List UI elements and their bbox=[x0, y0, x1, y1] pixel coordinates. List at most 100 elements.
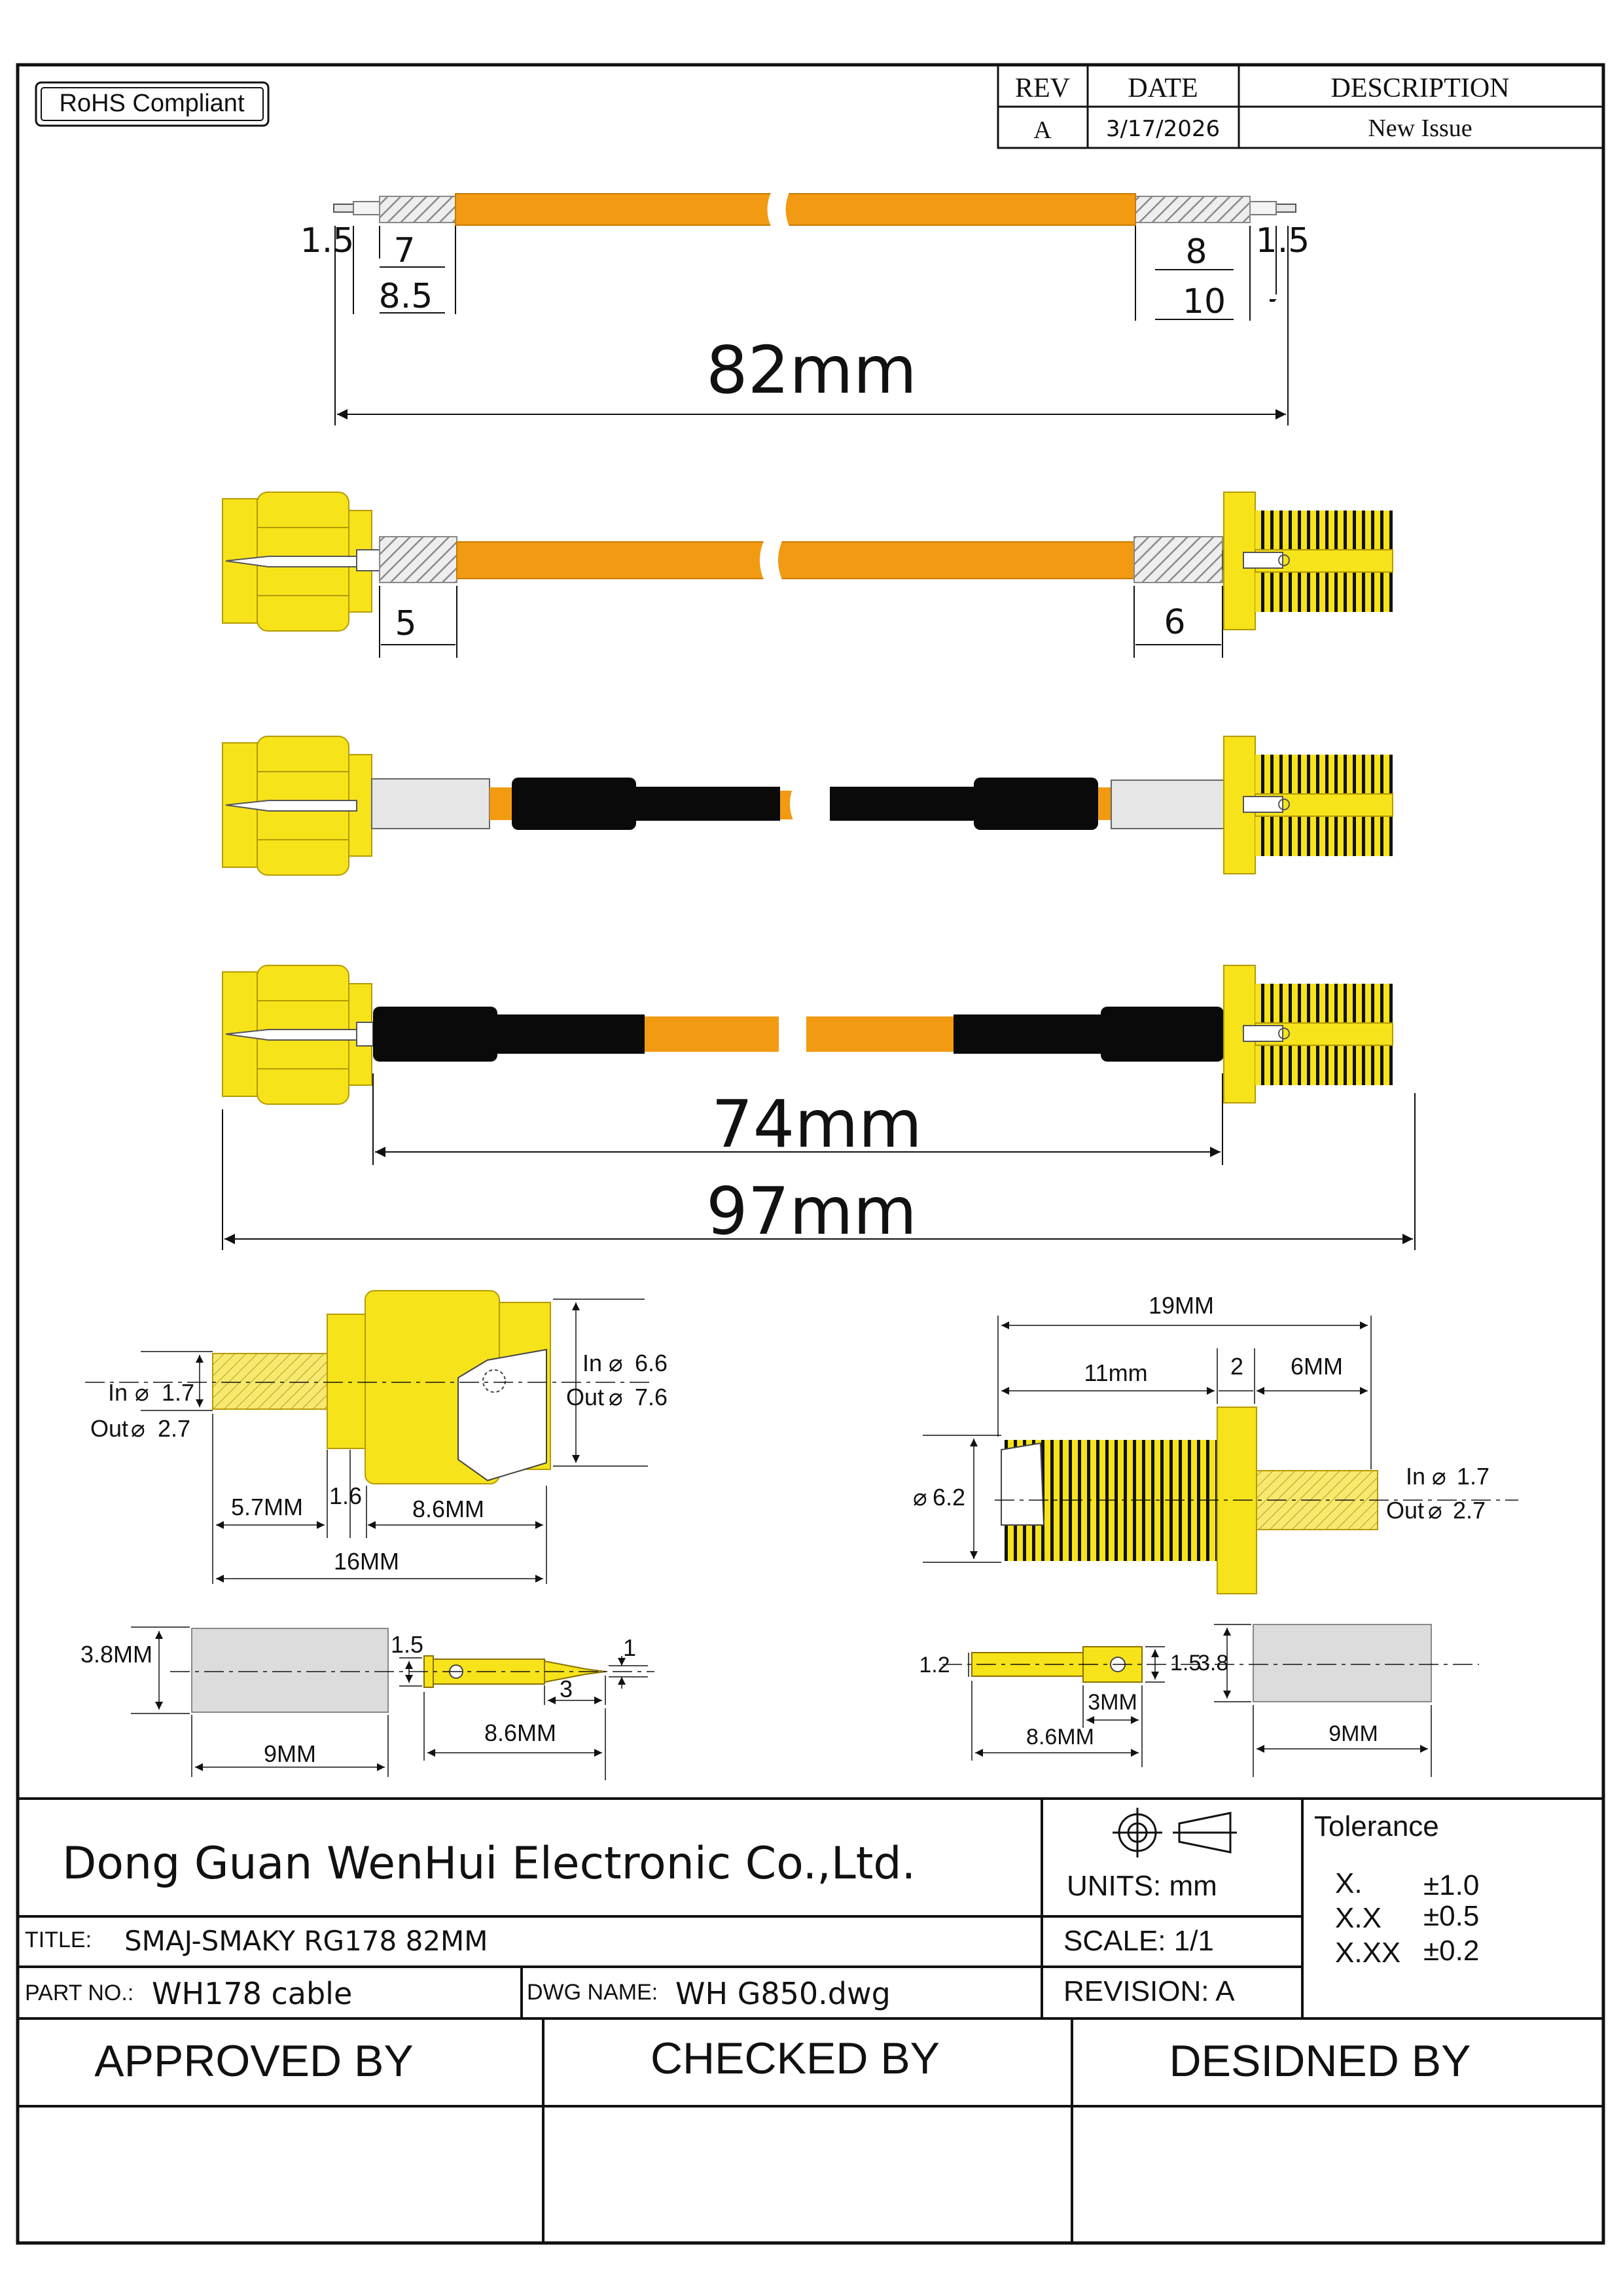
revision-table bbox=[997, 63, 1605, 149]
female-dim-a: 11mm bbox=[1084, 1359, 1147, 1386]
female-out-dia: 2.7 bbox=[1453, 1497, 1486, 1524]
stripped-cable-dimensions bbox=[334, 226, 1289, 425]
male-in-label: In bbox=[108, 1379, 128, 1406]
company-name: Dong Guan WenHui Electronic Co.,Ltd. bbox=[62, 1838, 916, 1890]
assembly-view-ferrule bbox=[222, 736, 1393, 876]
total-length-82: 82mm bbox=[706, 332, 917, 408]
male-out-dia: 2.7 bbox=[158, 1415, 190, 1442]
nut-in-dia-symbol: ⌀ bbox=[609, 1350, 623, 1376]
title-block-text: Dong Guan WenHui Electronic Co.,Ltd. UNI… bbox=[25, 1810, 1479, 2086]
female-in-dia-symbol: ⌀ bbox=[1432, 1463, 1446, 1490]
revision-label: REVISION: A bbox=[1063, 1975, 1235, 2007]
nut-in-label: In bbox=[582, 1350, 602, 1376]
description-header: DESCRIPTION bbox=[1330, 73, 1509, 103]
male-pin-dia: 1.5 bbox=[391, 1631, 423, 1658]
projection-symbol-icon bbox=[1113, 1808, 1237, 1857]
description-value: New Issue bbox=[1368, 115, 1472, 142]
nut-out-dia: 7.6 bbox=[635, 1384, 668, 1410]
male-tip-len: 3 bbox=[560, 1676, 573, 1702]
female-parts-dims bbox=[942, 1624, 1479, 1777]
checked-by: CHECKED BY bbox=[651, 2034, 940, 2083]
assembly-view-final bbox=[222, 965, 1393, 1105]
designed-by: DESIDNED BY bbox=[1169, 2036, 1471, 2086]
female-in-label: In bbox=[1406, 1463, 1425, 1490]
male-tip-dia: 1 bbox=[623, 1634, 636, 1661]
rev-header: REV bbox=[1015, 73, 1070, 103]
female-out-dia-symbol: ⌀ bbox=[1428, 1497, 1442, 1524]
male-dim-c: 8.6MM bbox=[412, 1496, 484, 1522]
dwg-caption: DWG NAME: bbox=[527, 1980, 658, 2005]
dim-braid-right: 6 bbox=[1164, 603, 1185, 642]
male-connector-detail-dims bbox=[85, 1299, 654, 1584]
female-ferrule-len: 9MM bbox=[1329, 1721, 1378, 1746]
date-header: DATE bbox=[1128, 73, 1198, 103]
inner-length-74: 74mm bbox=[711, 1086, 922, 1162]
female-body-dia: 6.2 bbox=[933, 1484, 965, 1511]
units-label: UNITS: mm bbox=[1067, 1870, 1217, 1902]
female-parts-labels: 1.2 1.5 3MM 8.6MM 3.8 9MM bbox=[919, 1651, 1378, 1749]
assembly-view-final-labels: 74mm 97mm bbox=[706, 1086, 922, 1249]
male-in-dia: 1.7 bbox=[162, 1379, 194, 1406]
revision-table-text: REV DATE DESCRIPTION A 3/17/2026 New Iss… bbox=[1015, 73, 1510, 144]
male-dim-a: 5.7MM bbox=[231, 1494, 303, 1520]
female-pin-len: 8.6MM bbox=[1026, 1725, 1094, 1749]
male-pin-len: 8.6MM bbox=[484, 1719, 556, 1746]
dim-left-pin: 1.5 bbox=[300, 221, 355, 260]
female-connector-detail bbox=[1001, 1407, 1378, 1594]
male-dim-total: 16MM bbox=[334, 1548, 399, 1575]
male-connector-detail bbox=[212, 1290, 551, 1484]
assembly-view-braid-labels: 5 6 bbox=[395, 603, 1185, 643]
female-pin-dia: 1.5 bbox=[1170, 1651, 1201, 1676]
male-ferrule-len: 9MM bbox=[264, 1740, 316, 1767]
stripped-cable-view bbox=[333, 190, 1296, 229]
dim-braid-left: 5 bbox=[395, 604, 416, 643]
tolerance-xx-value: ±0.5 bbox=[1423, 1900, 1479, 1932]
tolerance-title: Tolerance bbox=[1314, 1810, 1439, 1842]
female-dim-c: 6MM bbox=[1291, 1353, 1343, 1380]
male-connector-detail-labels: In ⌀ 1.7 Out ⌀ 2.7 In ⌀ 6.6 Out ⌀ 7.6 5.… bbox=[90, 1350, 668, 1575]
female-ferrule-dia: 3.8 bbox=[1198, 1651, 1228, 1676]
male-dim-b: 1.6 bbox=[329, 1482, 362, 1509]
dim-right-b: 10 bbox=[1183, 282, 1226, 321]
tolerance-xxx: X.XX bbox=[1335, 1937, 1400, 1969]
title-caption: TITLE: bbox=[25, 1928, 92, 1952]
female-body-dia-symbol: ⌀ bbox=[913, 1484, 927, 1511]
rohs-badge: RoHS Compliant bbox=[35, 81, 270, 127]
sheet-border bbox=[16, 63, 1605, 2245]
rohs-label: RoHS Compliant bbox=[60, 90, 245, 117]
nut-in-dia: 6.6 bbox=[635, 1350, 668, 1376]
rev-value: A bbox=[1033, 117, 1052, 144]
tolerance-x: X. bbox=[1335, 1867, 1363, 1899]
date-value: 3/17/2026 bbox=[1106, 116, 1220, 142]
assembly-view-braid bbox=[222, 492, 1393, 632]
part-value: WH178 cable bbox=[152, 1976, 352, 2011]
approved-by: APPROVED BY bbox=[94, 2036, 414, 2086]
title-block bbox=[18, 1797, 1603, 2243]
nut-out-dia-symbol: ⌀ bbox=[609, 1384, 623, 1410]
tolerance-x-value: ±1.0 bbox=[1423, 1869, 1479, 1901]
tolerance-xxx-value: ±0.2 bbox=[1423, 1935, 1479, 1967]
male-parts-labels: 3.8MM 9MM 1.5 1 3 8.6MM bbox=[80, 1631, 636, 1767]
dim-right-pin: 1.5 bbox=[1256, 221, 1310, 260]
female-connector-detail-dims bbox=[923, 1316, 1518, 1563]
male-parts-dims bbox=[131, 1626, 654, 1780]
male-ferrule-dia: 3.8MM bbox=[80, 1641, 152, 1668]
female-in-dia: 1.7 bbox=[1457, 1463, 1489, 1490]
female-dim-b: 2 bbox=[1230, 1353, 1243, 1380]
male-out-label: Out bbox=[90, 1415, 128, 1442]
nut-out-label: Out bbox=[566, 1384, 604, 1410]
title-value: SMAJ-SMAKY RG178 82MM bbox=[124, 1925, 488, 1957]
male-in-dia-symbol: ⌀ bbox=[135, 1379, 149, 1406]
scale-label: SCALE: 1/1 bbox=[1063, 1925, 1214, 1957]
female-out-label: Out bbox=[1386, 1497, 1424, 1524]
tolerance-xx: X.X bbox=[1335, 1902, 1382, 1934]
female-connector-detail-labels: 19MM 11mm 2 6MM ⌀ 6.2 In ⌀ 1.7 Out ⌀ 2.7 bbox=[913, 1292, 1489, 1524]
female-tip-dia: 1.2 bbox=[919, 1653, 950, 1677]
female-slot-len: 3MM bbox=[1088, 1690, 1137, 1715]
assembly-view-final-dims bbox=[222, 1073, 1416, 1250]
overall-length-97: 97mm bbox=[706, 1173, 917, 1249]
dim-right-a: 8 bbox=[1185, 232, 1207, 272]
stripped-cable-labels: 1.5 7 8.5 8 10 1.5 82mm bbox=[300, 221, 1310, 408]
dim-left-a: 7 bbox=[393, 231, 415, 270]
